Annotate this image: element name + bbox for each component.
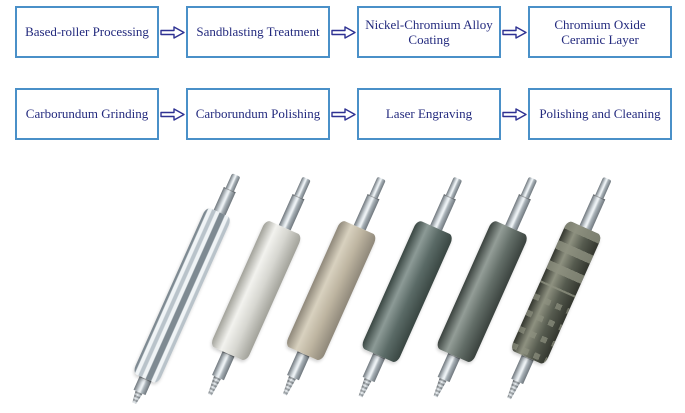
engraved-checker-pattern <box>509 282 575 366</box>
roller-shaft-top <box>429 193 456 231</box>
process-step-box: Sandblasting Treatment <box>186 6 330 58</box>
roller-shaft-tip-bottom <box>206 376 222 397</box>
process-step-box: Carborundum Grinding <box>15 88 159 140</box>
roller-shaft-tip-bottom <box>356 377 372 398</box>
roller-shaft-tip-bottom <box>505 379 521 400</box>
process-step-box: Carborundum Polishing <box>186 88 330 140</box>
process-step-box: Laser Engraving <box>357 88 501 140</box>
right-arrow-icon <box>501 25 528 40</box>
roller-shaft-bottom <box>211 351 235 381</box>
flow-row-2: Carborundum Grinding Carborundum Polishin… <box>0 88 685 140</box>
process-step-box: Nickel-Chromium Alloy Coating <box>357 6 501 58</box>
roller-shaft-tip-bottom <box>431 377 447 398</box>
roller-shaft-bottom <box>286 351 310 381</box>
roller-shaft-bottom <box>510 354 534 384</box>
roller-shaft-top <box>504 193 531 231</box>
process-step-box: Based-roller Processing <box>15 6 159 58</box>
roller-shaft-bottom <box>437 352 460 382</box>
right-arrow-icon <box>159 25 186 40</box>
roller-shaft-tip-bottom <box>281 376 297 397</box>
flowchart: Based-roller Processing Sandblasting Trea… <box>0 0 685 140</box>
flow-row-1: Based-roller Processing Sandblasting Trea… <box>0 6 685 58</box>
right-arrow-icon <box>330 25 357 40</box>
roller-shaft-top <box>278 193 305 231</box>
roller-shaft-bottom <box>362 352 385 382</box>
right-arrow-icon <box>501 107 528 122</box>
right-arrow-icon <box>330 107 357 122</box>
process-step-box: Chromium Oxide Ceramic Layer <box>528 6 672 58</box>
roller-shaft-top <box>353 193 380 231</box>
roller-shaft-top <box>579 194 605 231</box>
process-step-box: Polishing and Cleaning <box>528 88 672 140</box>
right-arrow-icon <box>159 107 186 122</box>
roller-photo <box>0 150 685 413</box>
